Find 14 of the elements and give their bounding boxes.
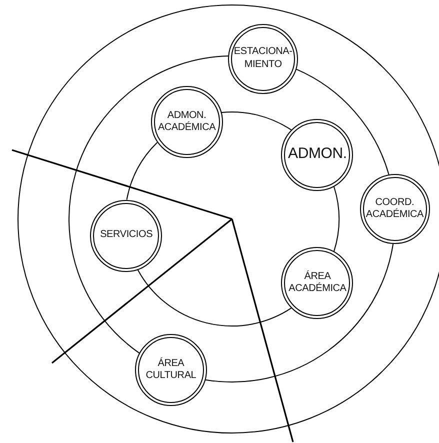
node-label: COORD. ACADÉMICA: [364, 196, 425, 222]
node-label: ÁREA ACADÉMICA: [288, 270, 348, 296]
ring-arc: [221, 112, 292, 130]
node-label: SERVICIOS: [100, 229, 153, 242]
ring-arc: [126, 142, 158, 200]
ring-arc: [68, 56, 229, 354]
ring-arc: [333, 186, 340, 252]
node-label: ESTACIONA- MIENTO: [232, 46, 294, 72]
node-label: ADMON. ACADÉMICA: [156, 110, 217, 135]
ring-arc: [205, 244, 394, 382]
node-label: ÁREA CULTURAL: [144, 358, 198, 383]
node-label: ADMON.: [288, 145, 347, 164]
ring-arc: [137, 269, 292, 326]
ring-arc: [296, 68, 390, 176]
